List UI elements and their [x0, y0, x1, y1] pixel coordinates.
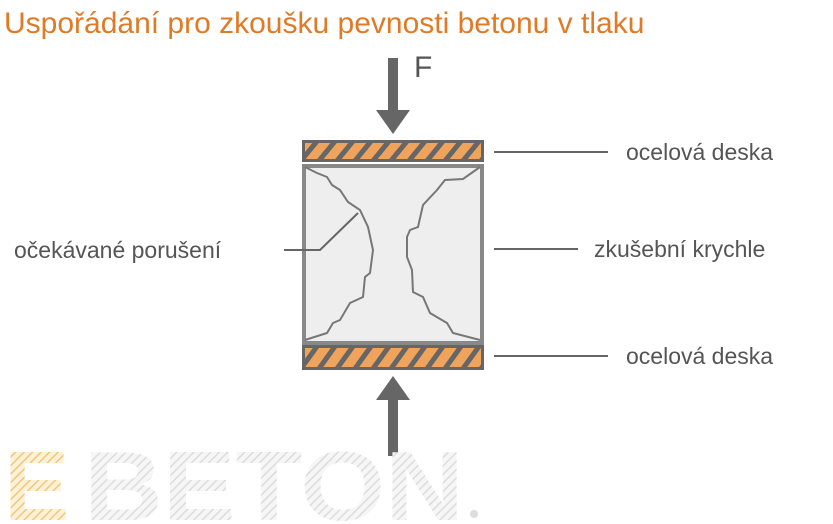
force-arrow-bottom: [376, 376, 410, 456]
page-title: Uspořádání pro zkoušku pevnosti betonu v…: [4, 7, 644, 40]
crack-left: [304, 166, 375, 341]
label-failure: očekávané porušení: [14, 237, 222, 263]
label-bottom-plate: ocelová deska: [626, 343, 773, 369]
label-cube: zkušební krychle: [594, 236, 765, 262]
logo-letter-e: E: [4, 431, 69, 524]
force-arrow-top: [376, 58, 410, 134]
label-top-plate: ocelová deska: [626, 139, 773, 165]
logo-dot: [470, 510, 478, 518]
leader-failure: [284, 212, 359, 251]
crack-right: [406, 166, 481, 341]
logo-text: BETON: [84, 431, 464, 524]
test-cube: [302, 164, 484, 345]
ebeton-logo: E BETON: [4, 431, 478, 524]
force-label: F: [414, 51, 432, 84]
top-steel-plate: [302, 140, 484, 162]
bottom-steel-plate: [302, 345, 484, 370]
